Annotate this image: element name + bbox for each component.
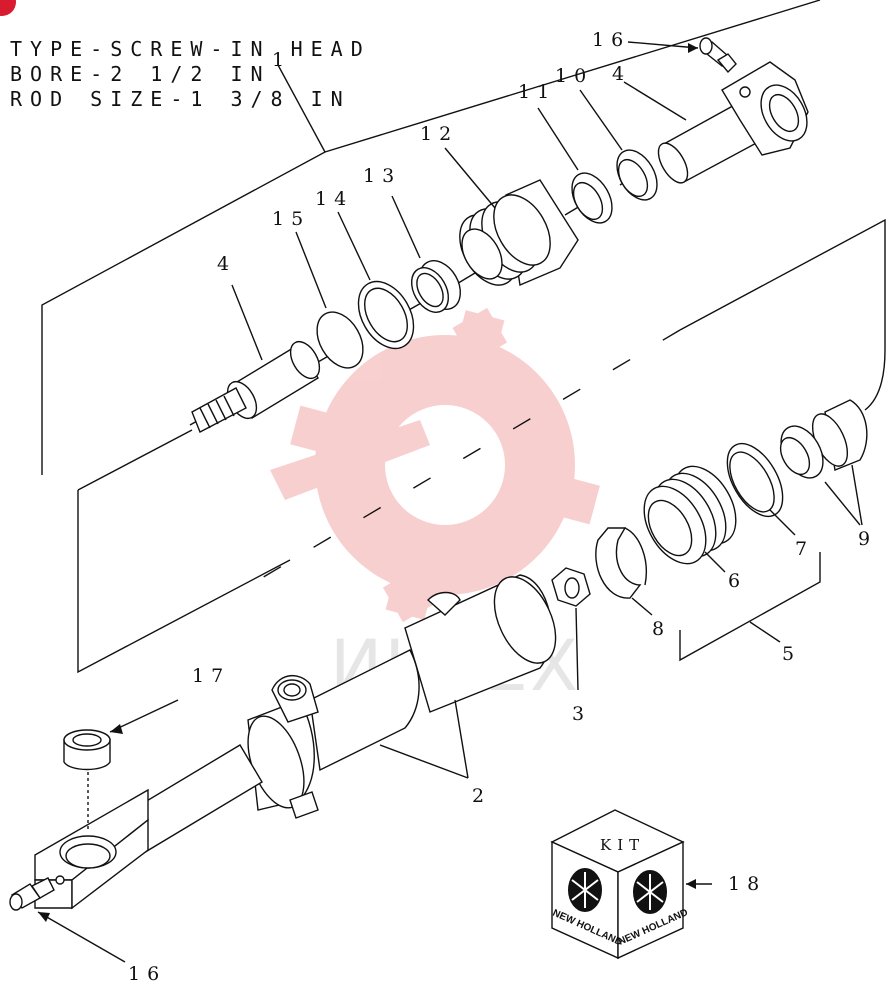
part-3-nut <box>551 567 591 607</box>
callout-7: 7 <box>795 538 814 560</box>
leader-16-top <box>627 41 699 49</box>
lower-frame-left <box>77 490 291 674</box>
leader-12 <box>444 147 496 209</box>
callout-15: 15 <box>272 208 310 230</box>
kit-box <box>550 809 685 960</box>
part-10-ring <box>616 149 658 201</box>
callout-8: 8 <box>652 618 671 640</box>
leader-10 <box>579 89 623 151</box>
lower-frame-right <box>679 218 886 411</box>
centerline-dash-lower <box>249 329 681 586</box>
leader-15 <box>295 231 327 309</box>
callout-4-top: 4 <box>612 63 631 85</box>
leader-9b <box>851 464 863 526</box>
callout-1: 1 <box>272 49 291 71</box>
part-9-piston-half <box>779 399 868 479</box>
callout-10: 10 <box>555 65 593 87</box>
kit-label: KIT <box>600 836 645 854</box>
part-15-o-ring <box>316 311 364 369</box>
callout-16-top: 16 <box>592 29 630 51</box>
arrow-16-top <box>688 43 698 53</box>
part-7-ring <box>726 442 784 518</box>
corner-badge <box>0 0 16 16</box>
leader-2a <box>379 744 469 779</box>
callout-2: 2 <box>472 785 491 807</box>
callout-16-bottom: 16 <box>128 963 166 985</box>
part-16-grease-fitting-top <box>699 37 737 74</box>
part-16-grease-fitting-bottom <box>9 877 55 911</box>
callout-3: 3 <box>572 703 591 725</box>
part-6-piston-seal <box>643 465 737 565</box>
leader-17 <box>109 699 179 733</box>
header-bore: BORE-2 1/2 IN <box>10 62 271 86</box>
leader-6 <box>704 551 726 573</box>
leader-7 <box>769 509 796 536</box>
callout-9: 9 <box>858 528 877 550</box>
part-11-ring <box>571 172 613 224</box>
lower-frame-top <box>77 429 193 491</box>
leader-16-bottom <box>37 911 126 963</box>
callout-12: 12 <box>420 123 458 145</box>
arrow-17 <box>110 724 123 734</box>
callout-5: 5 <box>782 643 801 665</box>
leader-13 <box>391 195 421 259</box>
part-17-bushing <box>63 729 111 771</box>
callout-4-left: 4 <box>217 253 236 275</box>
watermark-logo <box>270 307 600 623</box>
arrow-18 <box>686 879 696 889</box>
leader-8 <box>631 597 653 616</box>
callout-18: 18 <box>728 873 766 895</box>
part-2-barrel <box>247 574 557 819</box>
leader-4-left <box>231 284 263 361</box>
leader-11 <box>537 107 579 171</box>
part-rod-clevis <box>34 744 263 910</box>
leader-14 <box>337 211 371 281</box>
callout-6: 6 <box>728 570 747 592</box>
leader-5 <box>749 621 781 643</box>
leader-9a <box>824 481 861 526</box>
leader-1 <box>277 64 326 153</box>
leader-2b <box>454 699 469 779</box>
arrow-16-bottom <box>38 912 50 922</box>
upper-frame-line <box>41 0 821 475</box>
part-8-wear-ring <box>595 527 647 599</box>
header-type: TYPE-SCREW-IN HEAD <box>10 37 371 61</box>
leader-3 <box>575 607 579 691</box>
callout-11: 11 <box>518 81 556 103</box>
part-4-rod-left <box>191 340 321 433</box>
header-rod-size: ROD SIZE-1 3/8 IN <box>10 87 351 111</box>
callout-13: 13 <box>363 165 401 187</box>
callout-14: 14 <box>315 188 353 210</box>
bracket-5 <box>679 552 821 662</box>
part-4-rod-eye <box>657 61 809 184</box>
new-holland-logo-right <box>633 870 667 914</box>
part-13-wear-ring <box>410 260 461 313</box>
part-14-backup-ring <box>357 280 415 350</box>
new-holland-logo-left <box>568 868 602 912</box>
part-12-screw-in-head <box>459 179 579 286</box>
leader-4-top <box>623 81 687 121</box>
callout-17: 17 <box>192 665 230 687</box>
